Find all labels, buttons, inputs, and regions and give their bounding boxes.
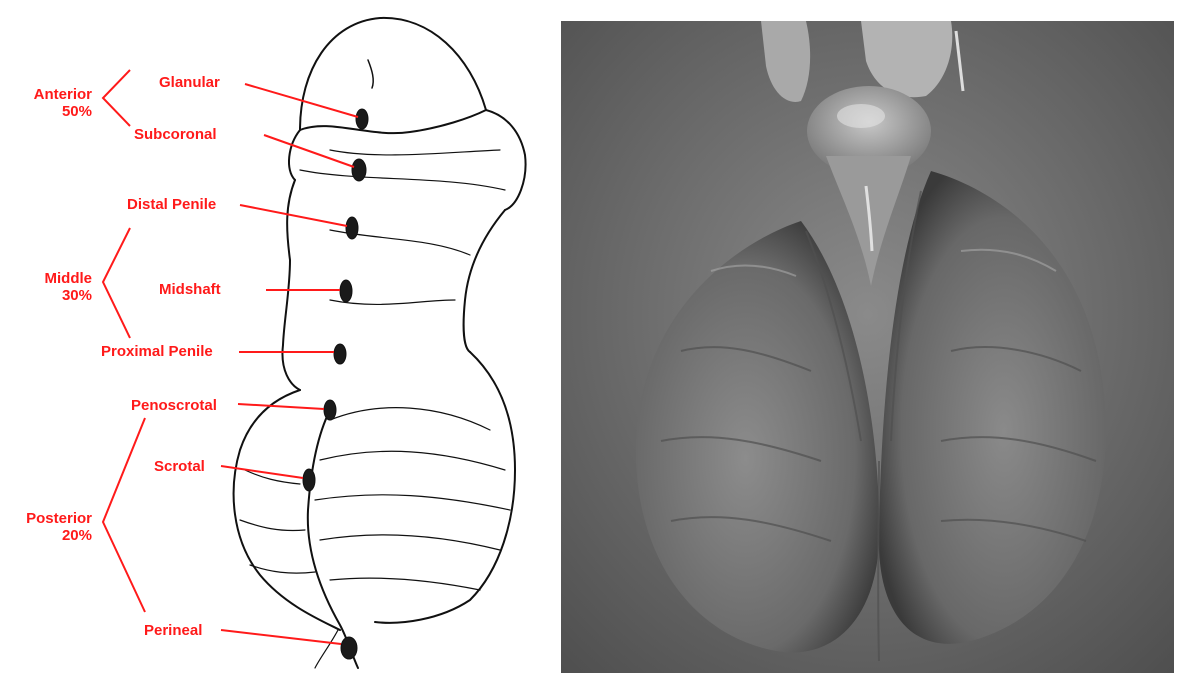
leader-distal-penile [240,205,347,226]
meatus-scrotal-marker [303,469,315,491]
bracket-posterior [103,418,145,612]
raphe-line [308,410,358,668]
group-middle-name: Middle [12,270,92,287]
clinical-photo [561,21,1174,673]
group-anterior-pct: 50% [12,103,92,120]
meatus-distal-penile-marker [346,217,358,239]
clinical-photo-rendering [561,21,1174,673]
leader-perineal [221,630,341,644]
label-perineal: Perineal [144,622,202,639]
group-posterior: Posterior 20% [2,510,92,544]
label-midshaft: Midshaft [159,281,221,298]
label-subcoronal: Subcoronal [134,126,217,143]
meatus-midshaft-marker [340,280,352,302]
group-anterior-name: Anterior [12,86,92,103]
meatus-penoscrotal-marker [324,400,336,420]
group-middle: Middle 30% [12,270,92,304]
label-penoscrotal: Penoscrotal [131,397,217,414]
leader-subcoronal [264,135,354,167]
bracket-middle [103,228,130,338]
glans-outline [300,18,486,130]
shaft-outline [282,180,300,390]
label-scrotal: Scrotal [154,458,205,475]
group-middle-pct: 30% [12,287,92,304]
label-proximal-penile: Proximal Penile [101,343,213,360]
meatus-subcoronal-marker [352,159,366,181]
bracket-anterior [103,70,130,126]
leader-penoscrotal [238,404,324,409]
meatus-perineal-marker [341,637,357,659]
meatus-glanular-marker [356,109,368,129]
group-posterior-name: Posterior [2,510,92,527]
label-distal-penile: Distal Penile [127,196,216,213]
label-glanular: Glanular [159,74,220,91]
corona-outline [486,110,526,210]
meatus-proximal-penile-marker [334,344,346,364]
group-anterior: Anterior 50% [12,86,92,120]
group-posterior-pct: 20% [2,527,92,544]
